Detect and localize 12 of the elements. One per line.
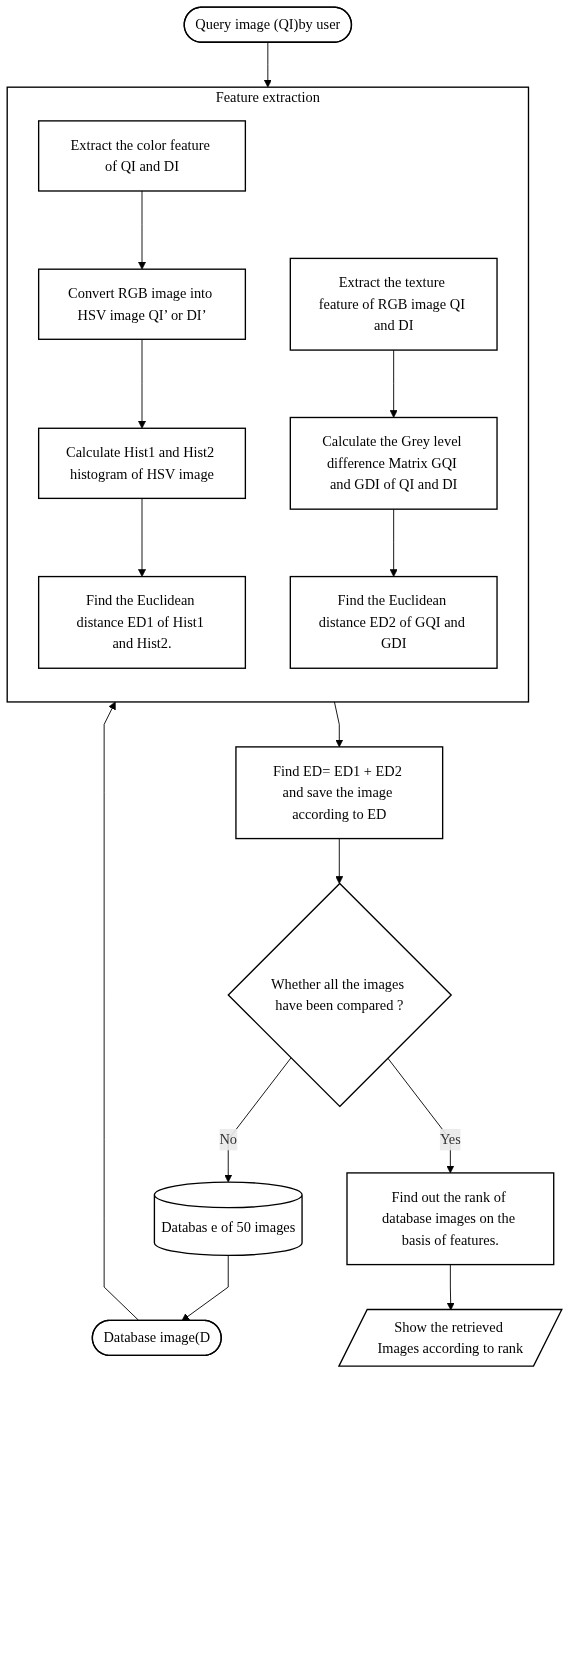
node-box: Find ED= ED1 + ED2 and save the image according to ED [235,746,444,840]
node-box: Calculate Hist1 and Hist2 histogram of HSV image [37,427,247,500]
node-box: Convert RGB image into HSV image QI’ or DI’ [37,268,247,340]
node-box: Calculate the Grey level difference Matrix GQI and GDI of QI and DI [289,416,498,510]
edge-label: Yes [439,1131,461,1147]
node-box: Find the Euclidean distance ED2 of GQI and GDI [289,575,498,669]
edge-label: No [219,1131,238,1147]
node-box: Extract the color feature of QI and DI [37,120,247,192]
node-box: Extract the texture feature of RGB image QI and DI [289,257,498,351]
node-box: Find the Euclidean distance ED1 of Hist1 and Hist2. [37,575,247,669]
node-diamond: Whether all the images have been compared ? [227,882,453,1108]
node-box: Find out the rank of database images on the basis of features. [346,1172,555,1266]
